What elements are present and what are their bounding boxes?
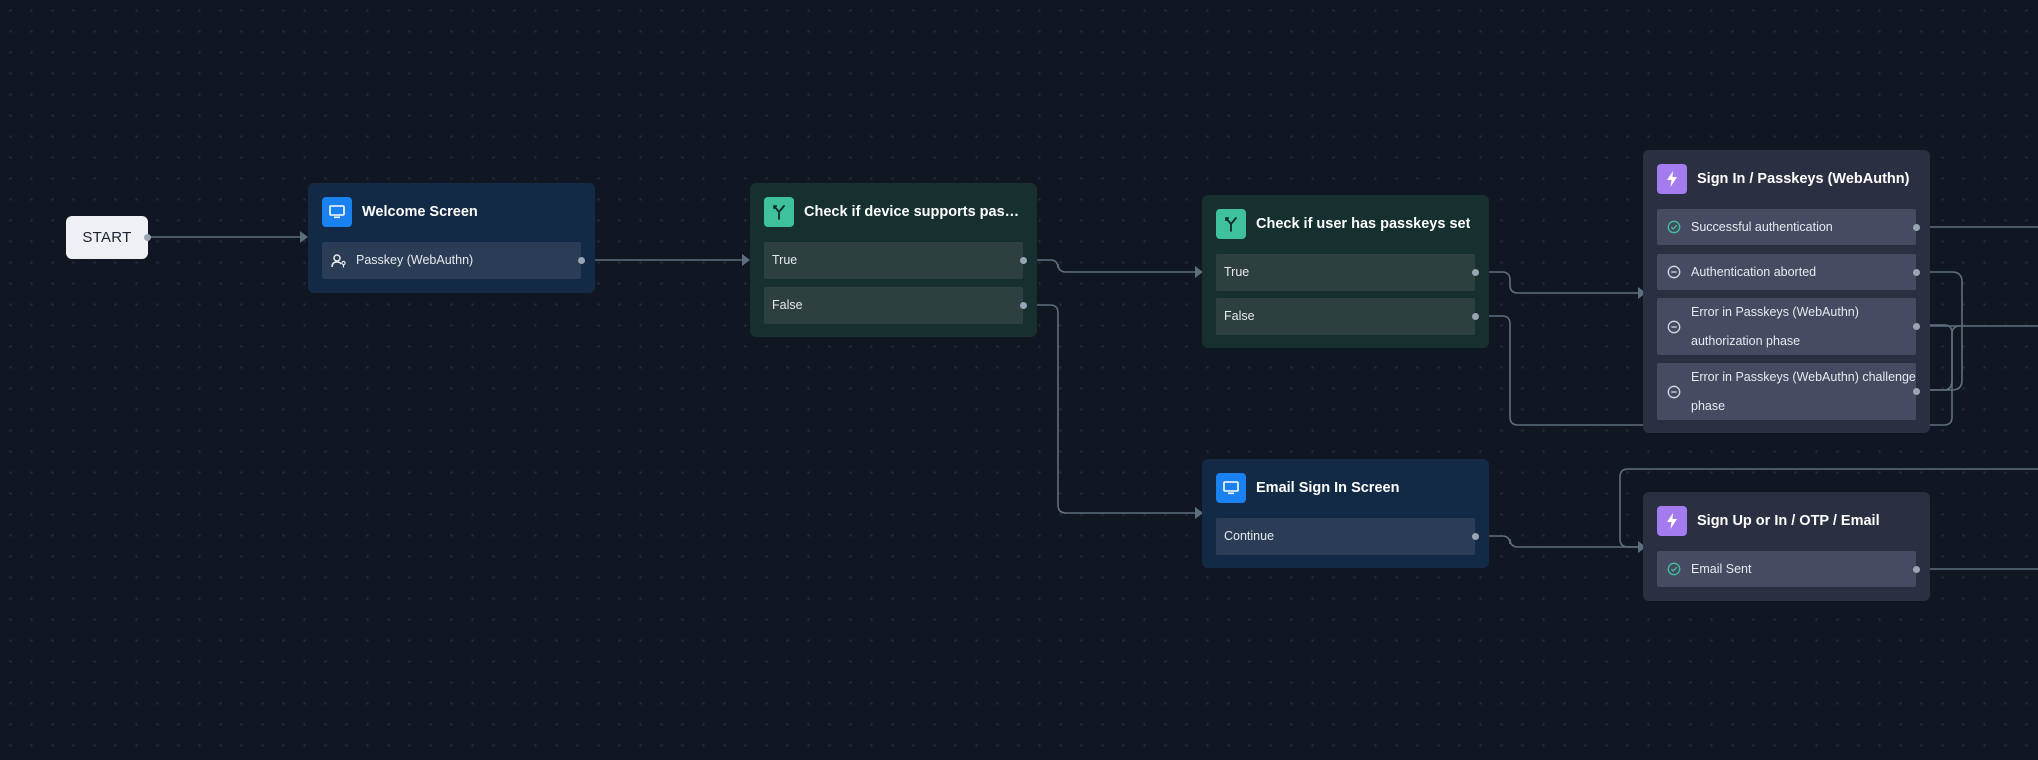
user-check-node[interactable]: Check if user has passkeys set True Fals…	[1202, 195, 1489, 348]
node-title: Check if user has passkeys set	[1256, 216, 1471, 232]
node-header: Welcome Screen	[322, 197, 581, 227]
output-port[interactable]	[1913, 323, 1920, 330]
minus-circle-icon	[1665, 318, 1683, 336]
edge-device-false-email	[1023, 304, 1195, 514]
output-label: False	[1224, 309, 1255, 323]
output-label-line1: Error in Passkeys (WebAuthn)	[1691, 304, 1859, 319]
output-challenge-error[interactable]: Error in Passkeys (WebAuthn) challenge p…	[1657, 363, 1920, 421]
output-false[interactable]: False	[764, 287, 1027, 324]
minus-circle-icon	[1665, 263, 1683, 281]
output-port[interactable]	[1913, 388, 1920, 395]
user-key-icon	[330, 252, 348, 270]
monitor-icon	[322, 197, 352, 227]
start-port[interactable]	[144, 234, 151, 241]
output-label: Error in Passkeys (WebAuthn) authorizati…	[1691, 298, 1859, 356]
output-authorization-error[interactable]: Error in Passkeys (WebAuthn) authorizati…	[1657, 298, 1920, 356]
output-port[interactable]	[1913, 268, 1920, 276]
start-node[interactable]: START	[66, 216, 151, 259]
output-port[interactable]	[1913, 223, 1920, 231]
output-label-line1: Error in Passkeys (WebAuthn) challenge	[1691, 369, 1916, 384]
node-header: Email Sign In Screen	[1216, 473, 1475, 503]
edge-email-otp	[1475, 535, 1638, 548]
branch-icon	[764, 197, 794, 227]
check-circle-icon	[1665, 560, 1683, 578]
passkey-sign-in-action-node[interactable]: Sign In / Passkeys (WebAuthn) Successful…	[1643, 150, 1930, 433]
node-title: Sign Up or In / OTP / Email	[1697, 513, 1880, 529]
branch-icon	[1216, 209, 1246, 239]
node-header: Check if user has passkeys set	[1216, 209, 1475, 239]
node-header: Sign Up or In / OTP / Email	[1657, 506, 1916, 536]
output-port[interactable]	[1020, 302, 1027, 309]
output-label: Continue	[1224, 529, 1275, 543]
node-title: Email Sign In Screen	[1256, 480, 1400, 496]
output-label-line2: phase	[1691, 398, 1726, 413]
welcome-screen-node[interactable]: Welcome Screen Passkey (WebAuthn)	[308, 183, 595, 293]
node-title: Check if device supports passke...	[804, 204, 1023, 220]
output-label: False	[772, 298, 803, 312]
output-authentication-aborted[interactable]: Authentication aborted	[1657, 254, 1920, 290]
output-label: True	[1224, 265, 1250, 279]
output-label: True	[772, 253, 798, 267]
output-email-sent[interactable]: Email Sent	[1657, 551, 1920, 587]
minus-circle-icon	[1665, 383, 1683, 401]
otp-email-action-node[interactable]: Sign Up or In / OTP / Email Email Sent	[1643, 492, 1930, 601]
output-port[interactable]	[1913, 565, 1920, 573]
output-label: Authentication aborted	[1691, 264, 1817, 279]
node-title: Welcome Screen	[362, 204, 478, 220]
output-true[interactable]: True	[1216, 254, 1479, 291]
monitor-icon	[1216, 473, 1246, 503]
start-label: START	[82, 229, 132, 246]
output-successful-authentication[interactable]: Successful authentication	[1657, 209, 1920, 245]
node-title: Sign In / Passkeys (WebAuthn)	[1697, 171, 1910, 187]
output-port[interactable]	[578, 257, 585, 264]
node-header: Check if device supports passke...	[764, 197, 1023, 227]
output-port[interactable]	[1472, 313, 1479, 320]
output-passkey-webauthn[interactable]: Passkey (WebAuthn)	[322, 242, 585, 279]
lightning-icon	[1657, 164, 1687, 194]
output-label: Error in Passkeys (WebAuthn) challenge p…	[1691, 363, 1916, 421]
output-label-line2: authorization phase	[1691, 333, 1801, 348]
device-check-node[interactable]: Check if device supports passke... True …	[750, 183, 1037, 337]
output-continue[interactable]: Continue	[1216, 518, 1479, 555]
email-sign-in-screen-node[interactable]: Email Sign In Screen Continue	[1202, 459, 1489, 568]
edge-device-true-user	[1023, 259, 1195, 273]
arrow-welcome	[300, 231, 308, 243]
output-port[interactable]	[1472, 533, 1479, 540]
output-label: Email Sent	[1691, 561, 1752, 576]
output-label: Successful authentication	[1691, 219, 1833, 234]
output-label: Passkey (WebAuthn)	[356, 253, 474, 267]
output-port[interactable]	[1020, 257, 1027, 264]
output-port[interactable]	[1472, 269, 1479, 276]
output-false[interactable]: False	[1216, 298, 1479, 335]
edge-user-true-passkey	[1475, 271, 1638, 294]
output-true[interactable]: True	[764, 242, 1027, 279]
check-circle-icon	[1665, 218, 1683, 236]
lightning-icon	[1657, 506, 1687, 536]
node-header: Sign In / Passkeys (WebAuthn)	[1657, 164, 1916, 194]
arrow-device	[742, 254, 750, 266]
